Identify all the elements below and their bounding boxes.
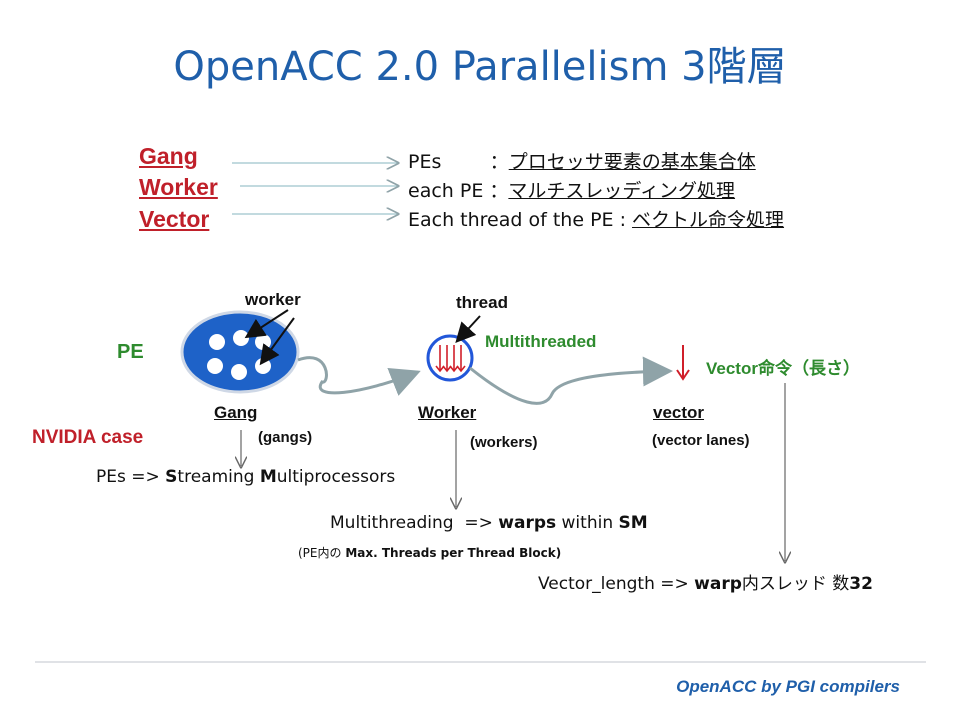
mapping-text: ultiprocessors (276, 467, 396, 487)
workers-label: (workers) (470, 434, 538, 451)
definition-vector: Each thread of the PE : ベクトル命令処理 (408, 205, 784, 232)
mapping-text: treaming (177, 467, 260, 487)
gang-caption: Gang (214, 403, 258, 422)
note-text: (PE内の (298, 546, 346, 560)
mapping-text: 内スレッド 数 (741, 574, 850, 594)
worker-pointer-arrow (244, 309, 289, 339)
vector-caption: vector (653, 403, 705, 422)
nvidia-case-label: NVIDIA case (32, 427, 144, 448)
worker-label: worker (245, 290, 301, 309)
worker-caption: Worker (418, 403, 477, 422)
mapping-text: Vector_length => (538, 574, 695, 594)
multithreaded-label: Multithreaded (485, 332, 597, 351)
note-text: Max. Threads per Thread Block) (345, 546, 562, 560)
mapping-text: M (259, 467, 277, 487)
mapping-text: S (165, 467, 178, 487)
max-threads-note: (PE内の Max. Threads per Thread Block) (298, 544, 561, 561)
mapping-text: warps (498, 513, 557, 533)
mapping-text: within (556, 513, 619, 533)
footer-caption: OpenACC by PGI compilers (676, 677, 900, 696)
term-vector: Vector (139, 206, 210, 232)
thread-pointer-arrow (455, 315, 481, 343)
gang-to-worker-connector (297, 356, 421, 396)
definition-prefix: PEs ： (408, 151, 509, 173)
mapping-text: 32 (849, 574, 873, 594)
slide-title: OpenACC 2.0 Parallelism 3階層 (173, 44, 787, 90)
thread-label: thread (456, 293, 508, 312)
definition-prefix: Each thread of the PE : (408, 209, 633, 231)
gangs-label: (gangs) (258, 429, 313, 446)
definition-gang: PEs ：プロセッサ要素の基本集合体 (408, 147, 756, 174)
mapping-text: warp (694, 574, 742, 594)
mapping-text: Multithreading => (330, 513, 499, 533)
pe-ellipse (180, 310, 300, 394)
definition-text: マルチスレッディング処理 (508, 180, 736, 202)
pes-mapping: PEs => Streaming Multiprocessors (96, 467, 395, 487)
vector-instruction-label: Vector命令（長さ） (706, 359, 860, 378)
vector-red-arrow (676, 345, 690, 381)
vector-lanes-label: (vector lanes) (652, 432, 750, 449)
definition-text: ベクトル命令処理 (632, 209, 785, 231)
definition-text: プロセッサ要素の基本集合体 (508, 151, 756, 173)
term-gang: Gang (139, 143, 198, 169)
mapping-text: SM (618, 513, 648, 533)
definition-prefix: each PE ： (408, 180, 509, 202)
worker-thread-circle (426, 334, 474, 382)
pe-label: PE (117, 341, 144, 363)
definition-worker: each PE ：マルチスレッディング処理 (408, 176, 735, 203)
vector-length-mapping: Vector_length => warp内スレッド 数32 (538, 569, 873, 594)
worker-pointer-arrow (259, 317, 295, 366)
mapping-text: PEs => (96, 467, 166, 487)
multithreading-mapping: Multithreading => warps within SM (330, 513, 648, 533)
term-worker: Worker (139, 174, 218, 200)
worker-to-vector-connector (469, 356, 673, 405)
